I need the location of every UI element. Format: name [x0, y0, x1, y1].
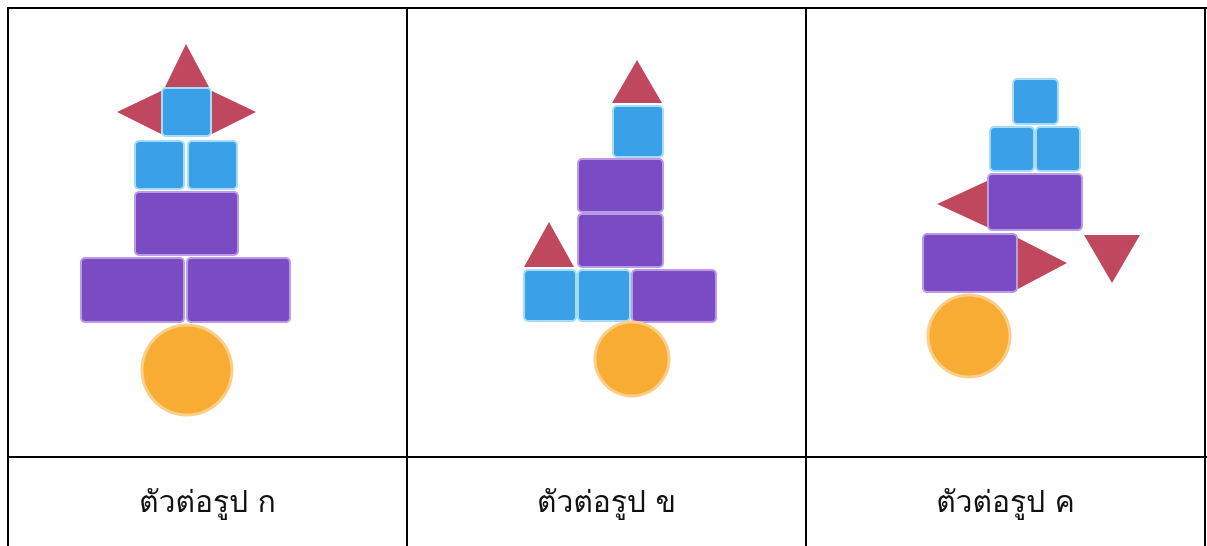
square-shape	[578, 270, 630, 321]
triangle-shape	[524, 222, 574, 267]
triangle-shape	[612, 60, 662, 103]
rectangle-shape	[187, 258, 290, 322]
square-shape	[1013, 79, 1058, 124]
rectangle-shape	[578, 159, 663, 212]
square-shape	[162, 88, 211, 136]
figure-c	[923, 79, 1140, 377]
rectangle-shape	[81, 258, 184, 322]
square-shape	[990, 127, 1034, 171]
rectangle-shape	[988, 174, 1082, 230]
triangle-shape	[212, 91, 256, 134]
caption-c: ตัวต่อรูป ค	[806, 458, 1205, 546]
circle-shape	[595, 322, 669, 396]
square-shape	[135, 141, 184, 189]
square-shape	[188, 141, 237, 189]
triangle-shape	[117, 91, 161, 134]
triangle-shape	[1018, 238, 1067, 289]
rectangle-shape	[135, 192, 238, 255]
figure-b	[524, 60, 716, 396]
square-shape	[613, 106, 663, 157]
rectangle-shape	[578, 214, 663, 267]
triangle-shape	[937, 181, 987, 227]
square-shape	[524, 270, 576, 321]
circle-shape	[928, 295, 1010, 377]
triangle-shape	[165, 44, 209, 87]
figure-a	[81, 44, 290, 415]
caption-a: ตัวต่อรูป ก	[8, 458, 407, 546]
circle-shape	[142, 325, 232, 415]
rectangle-shape	[632, 270, 716, 322]
rectangle-shape	[923, 234, 1017, 292]
caption-b: ตัวต่อรูป ข	[407, 458, 806, 546]
square-shape	[1036, 127, 1080, 171]
triangle-shape	[1084, 235, 1140, 283]
